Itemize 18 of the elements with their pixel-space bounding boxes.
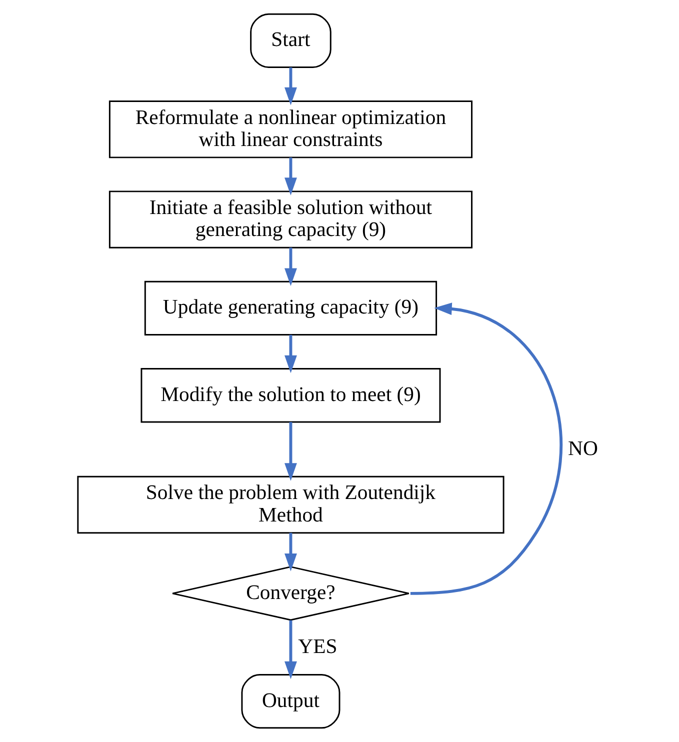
edge-label: YES [298, 636, 338, 658]
node-box: Modify the solution to meet (9) [140, 368, 441, 423]
arrow [284, 334, 297, 374]
arrow [284, 157, 297, 196]
arrow [284, 620, 297, 680]
node-box: Initiate a feasible solution without generating capacity (9) [108, 190, 472, 248]
arrow [284, 248, 297, 286]
node-box: Update generating capacity (9) [144, 280, 438, 336]
arrow [410, 302, 562, 595]
node-box: Solve the problem with Zoutendijk Method [77, 476, 504, 534]
node-box: Output [241, 674, 340, 729]
arrow [284, 422, 297, 481]
arrow [284, 67, 297, 106]
node-box: Reformulate a nonlinear optimization with linear constraints [108, 100, 472, 158]
arrow [284, 532, 297, 572]
node-diamond: Converge? [172, 566, 410, 621]
node-box: Start [250, 13, 332, 68]
edge-label: NO [568, 438, 598, 460]
